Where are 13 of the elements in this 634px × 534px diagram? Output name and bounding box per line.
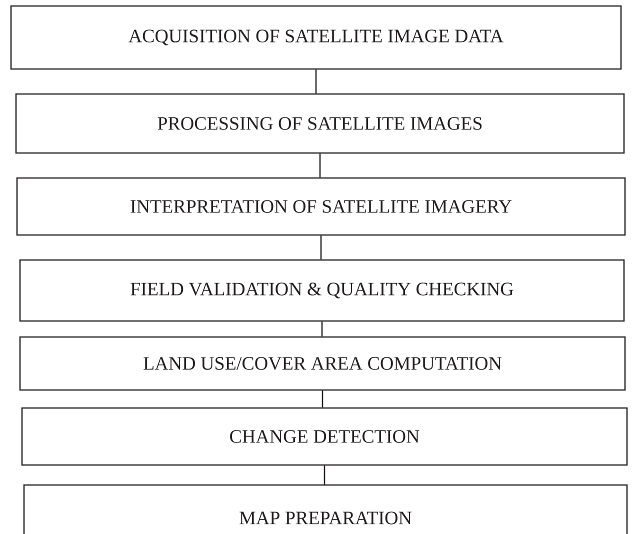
process-box: FIELD VALIDATION & QUALITY CHECKING (19, 259, 625, 322)
process-box: LAND USE/COVER AREA COMPUTATION (19, 336, 626, 391)
connector-line (320, 236, 322, 260)
process-box: MAP PREPARATION (23, 484, 628, 534)
connector-line (321, 322, 323, 336)
connector-line (322, 390, 324, 408)
process-box: PROCESSING OF SATELLITE IMAGES (15, 93, 625, 154)
process-box: ACQUISITION OF SATELLITE IMAGE DATA (10, 5, 622, 70)
connector-line (319, 154, 321, 178)
process-box: CHANGE DETECTION (21, 407, 628, 466)
connector-line (315, 70, 317, 94)
process-box: INTERPRETATION OF SATELLITE IMAGERY (16, 177, 626, 236)
connector-line (324, 466, 326, 485)
